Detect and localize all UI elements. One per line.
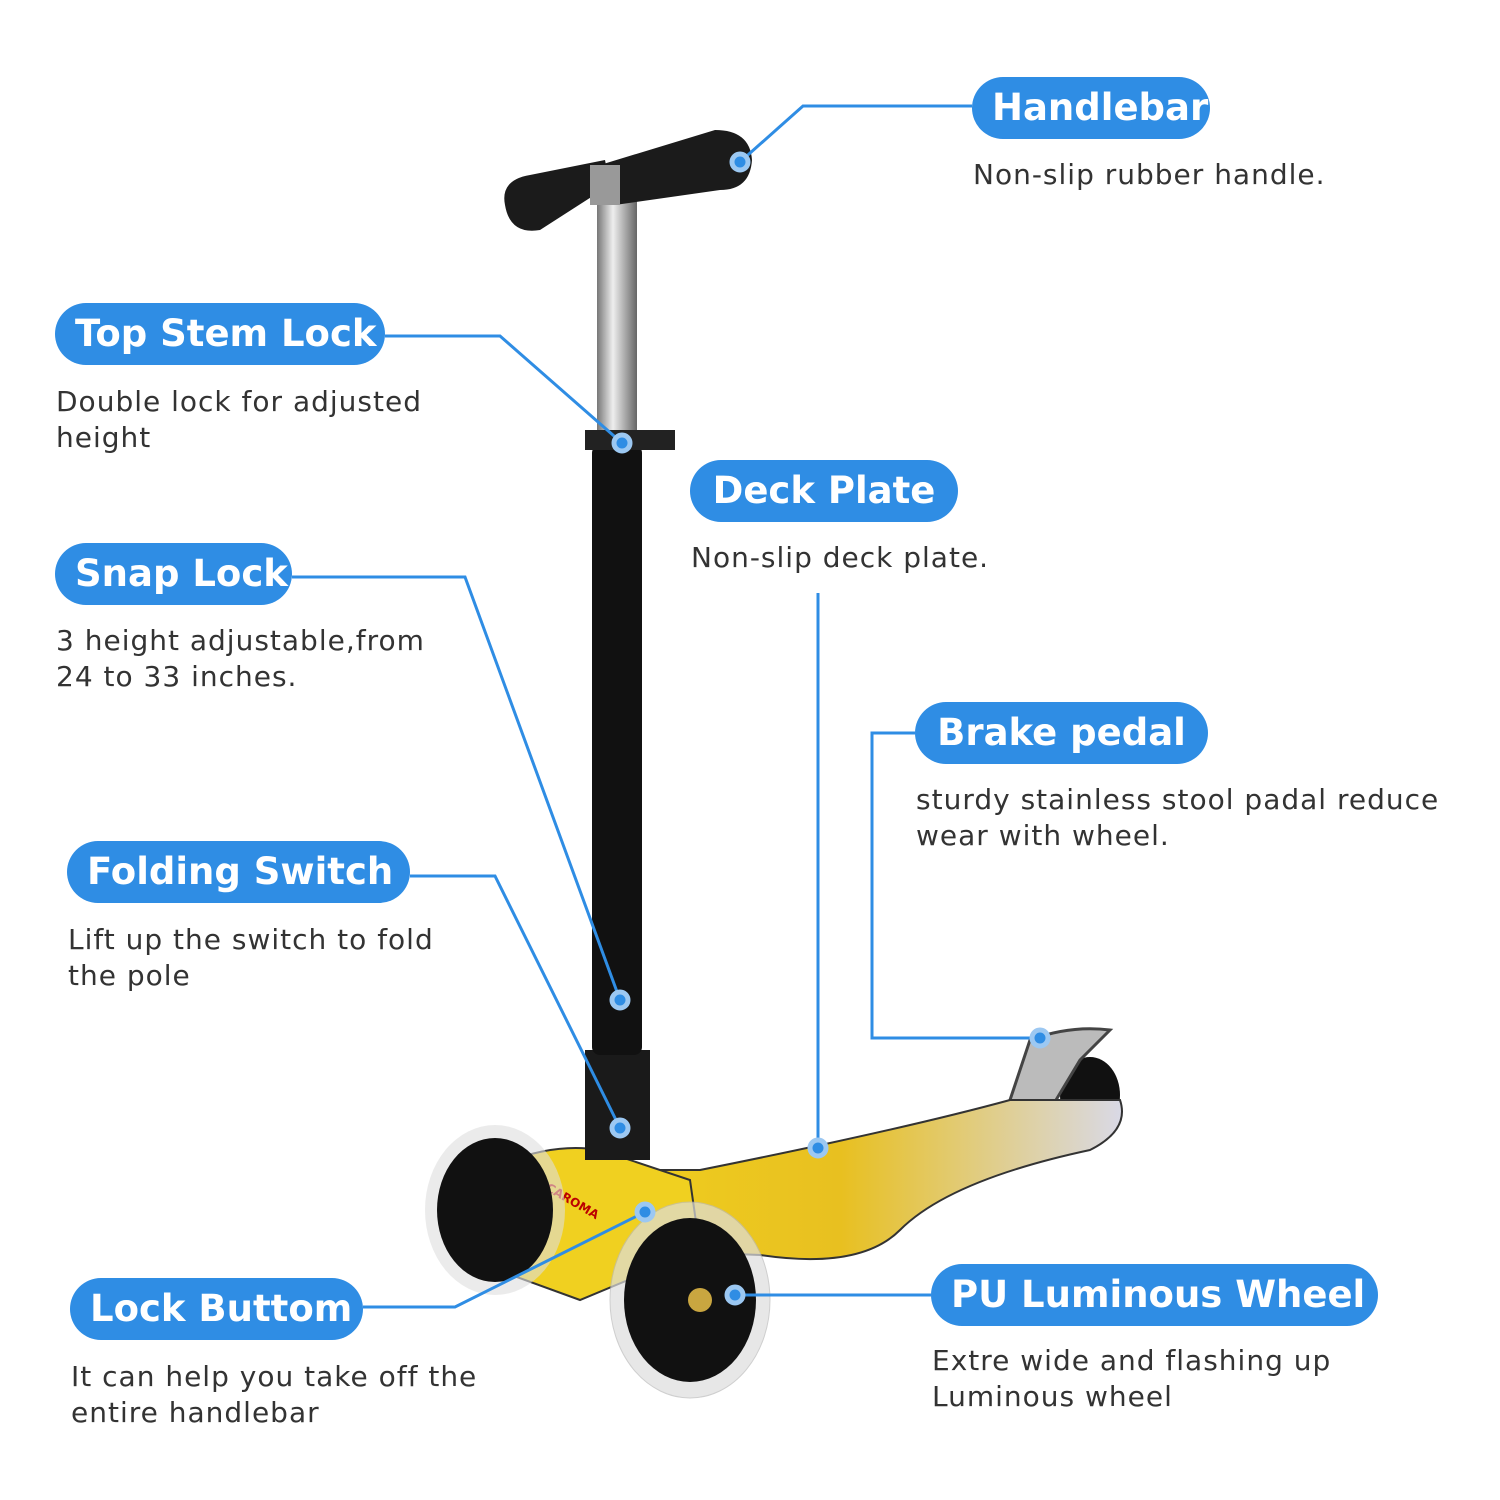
handlebar-grip bbox=[504, 130, 752, 231]
right-front-wheel bbox=[609, 1201, 771, 1399]
lower-stem bbox=[585, 1050, 650, 1160]
stem bbox=[592, 445, 642, 1055]
leader-lines bbox=[292, 104, 1040, 1309]
callout-dots bbox=[609, 151, 1051, 1306]
lock-buttom-label: Lock Buttom bbox=[70, 1278, 363, 1340]
upper-pole bbox=[597, 180, 637, 450]
deck-plate-label: Deck Plate bbox=[690, 460, 958, 522]
snap-lock-label: Snap Lock bbox=[55, 543, 292, 605]
deck-plate-desc: Non-slip deck plate. bbox=[691, 541, 990, 574]
top-stem-lock-label: Top Stem Lock bbox=[55, 303, 385, 365]
brake-pedal-label: Brake pedal bbox=[915, 702, 1208, 764]
pu-wheel-label: PU Luminous Wheel bbox=[931, 1264, 1378, 1326]
folding-switch-label: Folding Switch bbox=[67, 841, 410, 903]
handlebar-desc: Non-slip rubber handle. bbox=[973, 158, 1326, 191]
handlebar-label: Handlebar bbox=[972, 77, 1210, 139]
left-front-wheel bbox=[425, 1125, 565, 1295]
